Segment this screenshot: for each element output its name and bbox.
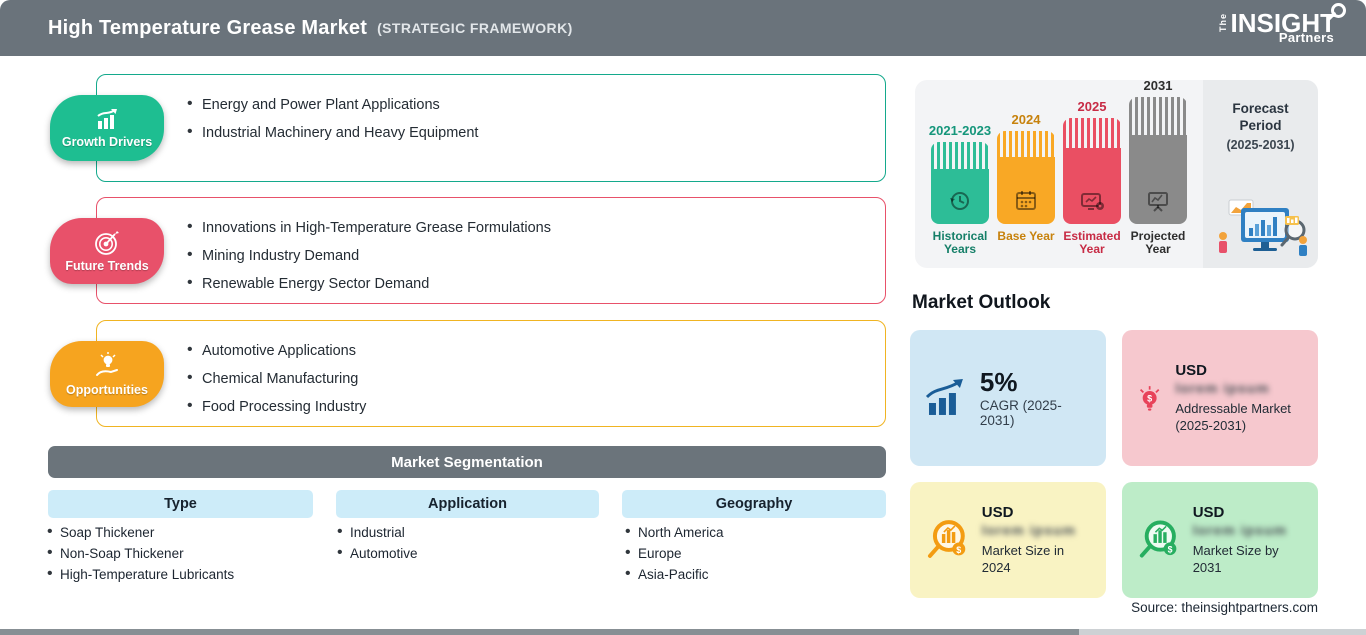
timeline-bars: 2021-2023 Historical Years 2024 [929, 78, 1189, 256]
year-label: 2031 [1143, 78, 1173, 93]
logo-row: The INSIGHT [1217, 3, 1346, 36]
list-item: Non-Soap Thickener [47, 545, 327, 562]
page-subtitle: (STRATEGIC FRAMEWORK) [377, 20, 573, 36]
timeline-card: 2021-2023 Historical Years 2024 [915, 78, 1318, 268]
list-item: Chemical Manufacturing [187, 368, 865, 389]
year-label: 2024 [1011, 112, 1041, 127]
bar-growth-icon [925, 379, 963, 415]
blurred-value: lorem ipsum [1192, 522, 1287, 538]
blurred-value: lorem ipsum [1175, 380, 1270, 396]
opportunities-panel: Automotive Applications Chemical Manufac… [96, 320, 886, 427]
list-item: Food Processing Industry [187, 396, 865, 417]
bulb-dollar-icon: $ [1139, 386, 1160, 411]
list-item: North America [625, 524, 885, 541]
monitor-gear-icon [1081, 193, 1104, 210]
cagr-card: 5% CAGR (2025-2031) [910, 330, 1106, 466]
bar-caption: Base Year [997, 229, 1055, 243]
opportunities-badge: Opportunities [50, 341, 164, 407]
card-label: Addressable Market (2025-2031) [1175, 401, 1291, 433]
list-item: Renewable Energy Sector Demand [187, 273, 865, 294]
page-title: High Temperature Grease Market [48, 16, 368, 39]
card-label: Market Size in 2024 [981, 543, 1065, 575]
bar-caption: Historical Years [932, 229, 988, 256]
currency-label: USD [1175, 362, 1207, 379]
market-size-2024-card: $ USD lorem ipsum Market Size in 2024 [910, 482, 1106, 598]
blurred-value: lorem ipsum [981, 522, 1076, 538]
svg-text:$: $ [956, 545, 961, 555]
logo-insight: INSIGHT [1231, 3, 1346, 36]
segment-header-application: Application [336, 490, 599, 518]
forecast-period-panel: Forecast Period (2025-2031) [1203, 80, 1318, 268]
growth-drivers-panel: Energy and Power Plant Applications Indu… [96, 74, 886, 182]
timeline-bar-projected: 2031 Projected Year [1127, 78, 1189, 256]
svg-text:$: $ [1168, 545, 1173, 555]
magnifier-dollar-green-icon: $ [1139, 520, 1177, 558]
list-item: Industrial [337, 524, 597, 541]
badge-label: Future Trends [65, 259, 149, 273]
forecast-title: Forecast Period [1232, 101, 1289, 133]
cagr-value: 5% [979, 367, 1018, 397]
badge-label: Opportunities [66, 383, 148, 397]
analytics-illustration [1219, 199, 1307, 256]
bulb-hand-icon [96, 352, 118, 376]
year-label: 2025 [1077, 99, 1107, 114]
year-label: 2021-2023 [928, 123, 992, 138]
currency-label: USD [1192, 504, 1225, 521]
list-item: Mining Industry Demand [187, 245, 865, 266]
presentation-screen-icon [1148, 192, 1168, 212]
future-trends-panel: Innovations in High-Temperature Grease F… [96, 197, 886, 304]
growth-chart-icon [97, 109, 117, 129]
list-item: Energy and Power Plant Applications [187, 94, 865, 115]
calendar-icon [1016, 191, 1036, 210]
history-clock-icon [950, 192, 969, 210]
list-item: Automotive [337, 545, 597, 562]
timeline-bar-historical: 2021-2023 Historical Years [929, 123, 991, 256]
list-item: High-Temperature Lubricants [47, 566, 327, 583]
bottom-divider [0, 629, 1366, 635]
future-trends-badge: Future Trends [50, 218, 164, 284]
insight-partners-logo: The INSIGHT Partners [1217, 3, 1346, 45]
market-segmentation-bar: Market Segmentation [48, 446, 886, 478]
badge-label: Growth Drivers [61, 135, 153, 149]
list-item: Asia-Pacific [625, 566, 885, 583]
market-outlook-title: Market Outlook [912, 292, 1051, 313]
currency-label: USD [981, 504, 1014, 521]
magnifier-dollar-orange-icon: $ [927, 520, 966, 558]
segment-list-type: Soap Thickener Non-Soap Thickener High-T… [47, 524, 327, 583]
card-label: Market Size by 2031 [1192, 543, 1279, 575]
bar-caption: Projected Year [1130, 229, 1186, 256]
segment-list-geography: North America Europe Asia-Pacific [625, 524, 885, 583]
market-outlook-cards: 5% CAGR (2025-2031) $ USD lorem ipsum Ad… [910, 330, 1318, 598]
timeline-bar-base: 2024 Base Year [995, 112, 1057, 256]
magnifier-icon [1331, 3, 1346, 18]
bar-caption: Estimated Year [1063, 229, 1121, 256]
list-item: Industrial Machinery and Heavy Equipment [187, 122, 865, 143]
segment-list-application: Industrial Automotive [337, 524, 597, 562]
list-item: Europe [625, 545, 885, 562]
market-size-2031-card: $ USD lorem ipsum Market Size by 2031 [1122, 482, 1318, 598]
cagr-label: CAGR (2025-2031) [979, 398, 1062, 428]
forecast-range: (2025-2031) [1226, 138, 1295, 152]
svg-text:$: $ [1147, 393, 1152, 403]
list-item: Automotive Applications [187, 340, 865, 361]
segment-header-type: Type [48, 490, 313, 518]
source-attribution: Source: theinsightpartners.com [1131, 600, 1318, 615]
timeline-bar-estimated: 2025 Estimated Year [1061, 99, 1123, 256]
header-bar: High Temperature Grease Market (STRATEGI… [0, 0, 1366, 56]
logo-the: The [1217, 13, 1228, 33]
segment-header-geography: Geography [622, 490, 886, 518]
list-item: Soap Thickener [47, 524, 327, 541]
growth-drivers-badge: Growth Drivers [50, 95, 164, 161]
addressable-market-card: $ USD lorem ipsum Addressable Market (20… [1122, 330, 1318, 466]
logo-partners: Partners [1278, 30, 1334, 45]
list-item: Innovations in High-Temperature Grease F… [187, 217, 865, 238]
target-icon [95, 231, 119, 255]
